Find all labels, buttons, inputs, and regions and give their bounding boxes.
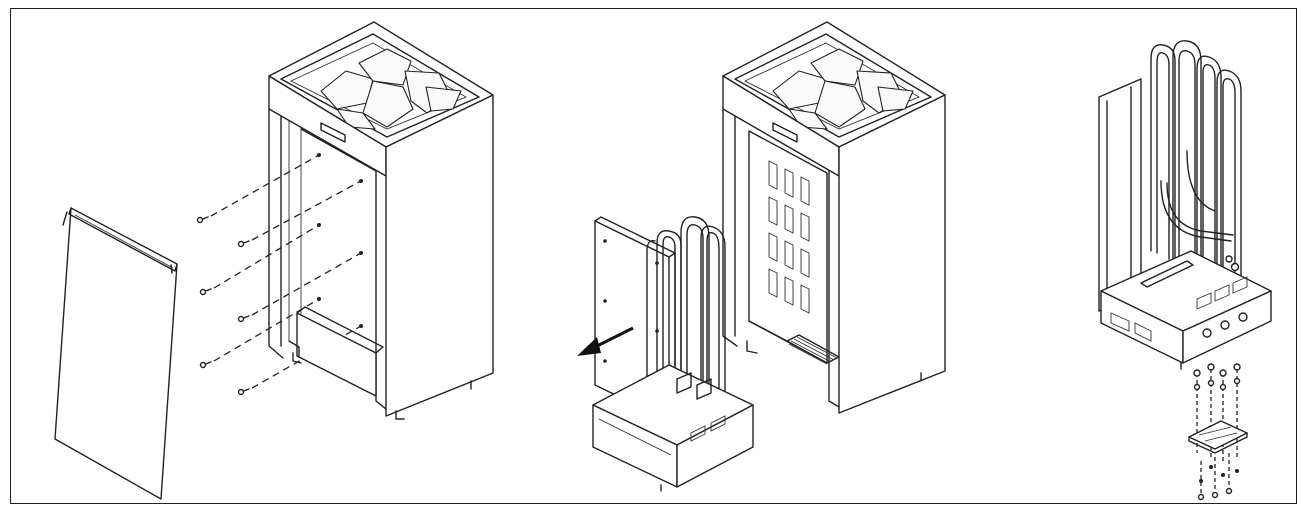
screw (237, 180, 362, 248)
heating-element-tubes (1150, 40, 1242, 278)
screw (237, 252, 362, 323)
brand-logo-plate (320, 122, 346, 143)
heating-element-frame (592, 216, 754, 492)
sauna-heater-open (268, 21, 494, 420)
screw (196, 154, 320, 224)
brand-logo-plate (772, 122, 798, 143)
bottom-vent (786, 334, 840, 365)
sauna-heater-empty (722, 21, 946, 414)
heater-disassembly-diagram (54, 21, 1272, 501)
inner-reflector-grille (748, 130, 828, 364)
exploded-fasteners (1188, 363, 1248, 501)
heating-element-loops (646, 216, 726, 400)
panel-1-remove-cover (54, 21, 494, 500)
panel-3-element-detail (1098, 40, 1272, 501)
panel-2-pull-out-elements (577, 21, 946, 492)
sauna-stones (772, 48, 914, 130)
arrow-left-down-icon (577, 326, 634, 356)
front-cover-panel (54, 207, 178, 500)
sauna-stones (320, 48, 462, 130)
figure-frame (10, 8, 1297, 504)
screw (199, 224, 320, 296)
element-base-tray (1100, 250, 1272, 370)
